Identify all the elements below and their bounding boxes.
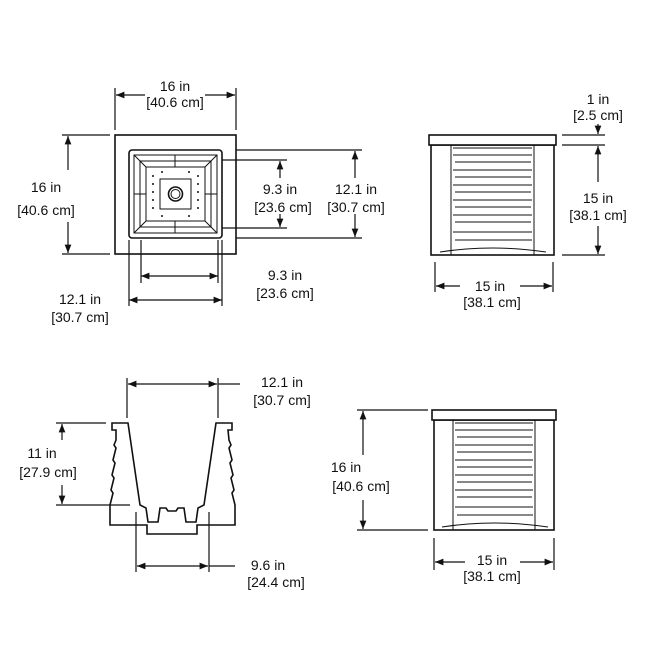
front-view: 16 in [40.6 cm] 15 in [38.1 cm] bbox=[331, 409, 557, 584]
cap-in: 1 in bbox=[587, 91, 610, 107]
top-depth-cm: [40.6 cm] bbox=[17, 202, 75, 218]
opening-depth-cm: [30.7 cm] bbox=[327, 199, 385, 215]
front-width-in: 15 in bbox=[477, 552, 507, 568]
liner-depth-cm: [27.9 cm] bbox=[19, 464, 77, 480]
liner-bottom-width-cm: [24.4 cm] bbox=[247, 574, 305, 590]
planter-cap bbox=[431, 409, 557, 421]
planter-cap bbox=[428, 134, 557, 146]
opening-width-in: 12.1 in bbox=[59, 291, 101, 307]
inner-width-cm: [23.6 cm] bbox=[256, 285, 314, 301]
top-view: 16 in [40.6 cm] 16 in [40.6 cm] 9.3 in [… bbox=[17, 78, 385, 325]
liner-top-width-cm: [30.7 cm] bbox=[253, 392, 311, 408]
front-width-cm: [38.1 cm] bbox=[463, 568, 521, 584]
opening-width-cm: [30.7 cm] bbox=[51, 309, 109, 325]
liner-bottom-width-in: 9.6 in bbox=[251, 557, 285, 573]
inner-width-in: 9.3 in bbox=[268, 267, 302, 283]
top-width-cm: [40.6 cm] bbox=[146, 94, 204, 110]
front-height-in: 16 in bbox=[331, 459, 361, 475]
inner-depth-in: 9.3 in bbox=[263, 181, 297, 197]
side-view: 1 in [2.5 cm] 15 in [38.1 cm] 15 in [38.… bbox=[428, 91, 627, 310]
side-height-cm: [38.1 cm] bbox=[569, 207, 627, 223]
inner-depth-cm: [23.6 cm] bbox=[254, 199, 312, 215]
liner-depth-in: 11 in bbox=[27, 445, 56, 461]
side-width-in: 15 in bbox=[475, 278, 505, 294]
top-width-in: 16 in bbox=[160, 78, 190, 94]
cap-cm: [2.5 cm] bbox=[573, 107, 623, 123]
liner-top-width-in: 12.1 in bbox=[261, 374, 303, 390]
liner-section: 12.1 in [30.7 cm] 11 in [27.9 cm] 9.6 in… bbox=[19, 374, 311, 590]
side-height-in: 15 in bbox=[583, 190, 613, 206]
front-height-cm: [40.6 cm] bbox=[332, 478, 390, 494]
top-depth-in: 16 in bbox=[31, 179, 61, 195]
side-width-cm: [38.1 cm] bbox=[463, 294, 521, 310]
opening-depth-in: 12.1 in bbox=[335, 181, 377, 197]
liner-profile bbox=[109, 422, 236, 535]
